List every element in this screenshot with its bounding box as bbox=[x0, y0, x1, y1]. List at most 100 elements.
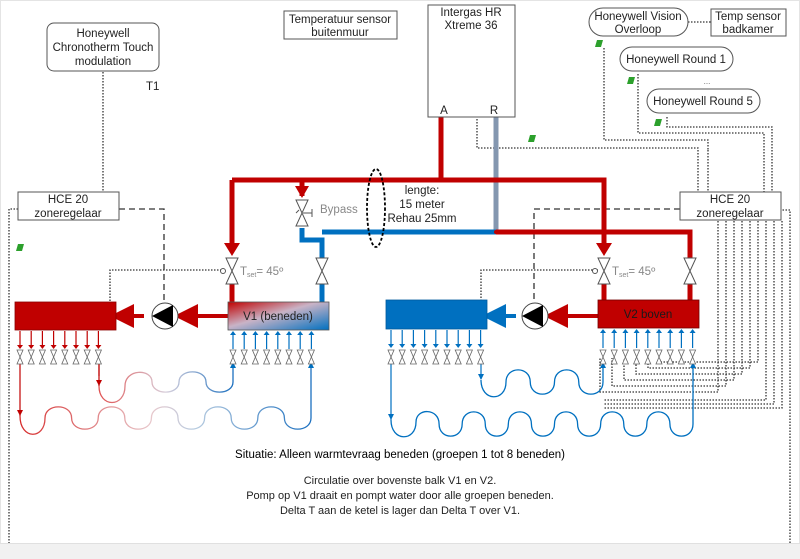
note-2: Pomp op V1 draait en pompt water door al… bbox=[246, 490, 554, 502]
group-valve[interactable] bbox=[454, 349, 462, 365]
group-arrow-head bbox=[689, 329, 696, 333]
return-valve-left[interactable] bbox=[315, 257, 329, 285]
group-arrow-head bbox=[263, 331, 270, 335]
bypass-valve[interactable] bbox=[295, 199, 313, 227]
pipe-bypass-return bbox=[299, 228, 325, 258]
group-valve[interactable] bbox=[229, 349, 237, 365]
boiler-line-1: Intergas HR bbox=[440, 7, 501, 19]
group-valve[interactable] bbox=[465, 349, 474, 365]
floor-heating-loops bbox=[17, 362, 696, 438]
group-valve[interactable] bbox=[688, 349, 697, 365]
group-valve[interactable] bbox=[409, 349, 418, 365]
group-arrow-head bbox=[432, 344, 439, 348]
group-valve[interactable] bbox=[599, 349, 607, 365]
boiler-port-r: R bbox=[490, 105, 498, 117]
group-valve[interactable] bbox=[83, 349, 91, 365]
footer-strip bbox=[0, 543, 800, 559]
pipes bbox=[110, 113, 693, 328]
group-arrow-head bbox=[95, 345, 102, 349]
group-valve[interactable] bbox=[677, 349, 686, 365]
group-valve[interactable] bbox=[49, 349, 58, 365]
manifold-v2 bbox=[597, 299, 700, 329]
bypass-label: Bypass bbox=[320, 204, 358, 216]
group-arrow-head bbox=[274, 331, 281, 335]
group-arrows bbox=[17, 329, 696, 349]
group-valve[interactable] bbox=[296, 349, 304, 365]
manifold-v2-label: V2 boven bbox=[624, 309, 673, 321]
group-valve[interactable] bbox=[61, 349, 69, 365]
floor-loop-long-right bbox=[390, 364, 694, 438]
boiler-line-2: Xtreme 36 bbox=[444, 20, 497, 32]
group-arrow-head bbox=[667, 329, 674, 333]
group-valve[interactable] bbox=[387, 349, 395, 365]
group-arrow-head bbox=[28, 345, 35, 349]
group-valve[interactable] bbox=[476, 349, 485, 365]
group-valve[interactable] bbox=[262, 349, 271, 365]
pump-icon bbox=[522, 305, 543, 327]
valves bbox=[220, 199, 697, 285]
pump-right[interactable] bbox=[521, 302, 549, 330]
mixing-valve-right[interactable] bbox=[592, 257, 611, 285]
group-valve[interactable] bbox=[621, 349, 630, 365]
group-valve[interactable] bbox=[666, 349, 674, 365]
wire-round1 bbox=[637, 74, 765, 192]
pipe-note-line-3: Rehau 25mm bbox=[387, 213, 456, 225]
wireless-icon bbox=[627, 77, 635, 84]
group-valve[interactable] bbox=[72, 349, 80, 365]
note-1: Circulatie over bovenste balk V1 en V2. bbox=[304, 475, 497, 487]
group-valve[interactable] bbox=[655, 349, 663, 365]
bath-sensor-line-1: Temp sensor bbox=[715, 11, 781, 23]
group-valve[interactable] bbox=[443, 349, 451, 365]
hce-left-line-1: HCE 20 bbox=[48, 194, 88, 206]
group-valve[interactable] bbox=[285, 349, 293, 365]
group-arrow-head bbox=[73, 345, 79, 349]
group-arrow-head bbox=[61, 345, 68, 349]
wire-right-sensor bbox=[480, 269, 598, 301]
return-valve-right[interactable] bbox=[683, 257, 697, 285]
group-valve[interactable] bbox=[632, 349, 641, 365]
group-valve[interactable] bbox=[398, 349, 406, 365]
group-arrow-head bbox=[399, 344, 406, 348]
group-valve[interactable] bbox=[240, 349, 248, 365]
zone-controller-left bbox=[17, 191, 120, 221]
wire-round5 bbox=[666, 117, 773, 192]
group-valve[interactable] bbox=[251, 349, 260, 365]
group-valve[interactable] bbox=[274, 349, 282, 365]
round-ellipsis: ... bbox=[704, 77, 711, 86]
thermostat-chronotherm[interactable] bbox=[46, 22, 160, 72]
group-valve[interactable] bbox=[420, 349, 429, 365]
bath-sensor-line-2: badkamer bbox=[722, 24, 773, 36]
thermostat-round-5[interactable] bbox=[646, 88, 761, 114]
mixing-valve-left[interactable] bbox=[220, 257, 239, 285]
group-arrow-head bbox=[444, 344, 450, 348]
group-arrow-head bbox=[410, 344, 417, 348]
thermostat-line-1: Honeywell bbox=[76, 28, 129, 40]
thermostat-vision[interactable] bbox=[588, 7, 689, 37]
group-arrow-head bbox=[455, 344, 462, 348]
zone-controller-right bbox=[679, 191, 782, 221]
group-valve[interactable] bbox=[644, 349, 652, 365]
group-arrow-head bbox=[308, 331, 315, 335]
group-arrow-head bbox=[644, 329, 651, 333]
group-arrow-head bbox=[17, 345, 23, 349]
wire-vision bbox=[603, 48, 709, 150]
group-valve[interactable] bbox=[610, 349, 618, 365]
group-valve[interactable] bbox=[27, 349, 35, 365]
floor-manifold-left-supply bbox=[14, 301, 117, 331]
thermostat-tag: T1 bbox=[146, 81, 159, 93]
group-arrow-head bbox=[466, 344, 473, 348]
group-valve[interactable] bbox=[38, 349, 47, 365]
wire-left-sensor bbox=[109, 269, 226, 301]
group-valve[interactable] bbox=[94, 349, 103, 365]
group-valve[interactable] bbox=[307, 349, 316, 365]
pump-left[interactable] bbox=[151, 302, 179, 330]
group-valve[interactable] bbox=[432, 349, 440, 365]
thermostat-round-1[interactable] bbox=[619, 46, 734, 72]
boiler-port-a: A bbox=[440, 105, 448, 117]
wireless-icon bbox=[528, 135, 536, 142]
group-valve[interactable] bbox=[16, 349, 24, 365]
wireless-icon bbox=[16, 244, 24, 251]
vision-line-2: Overloop bbox=[615, 24, 662, 36]
group-arrow-head bbox=[633, 329, 640, 333]
